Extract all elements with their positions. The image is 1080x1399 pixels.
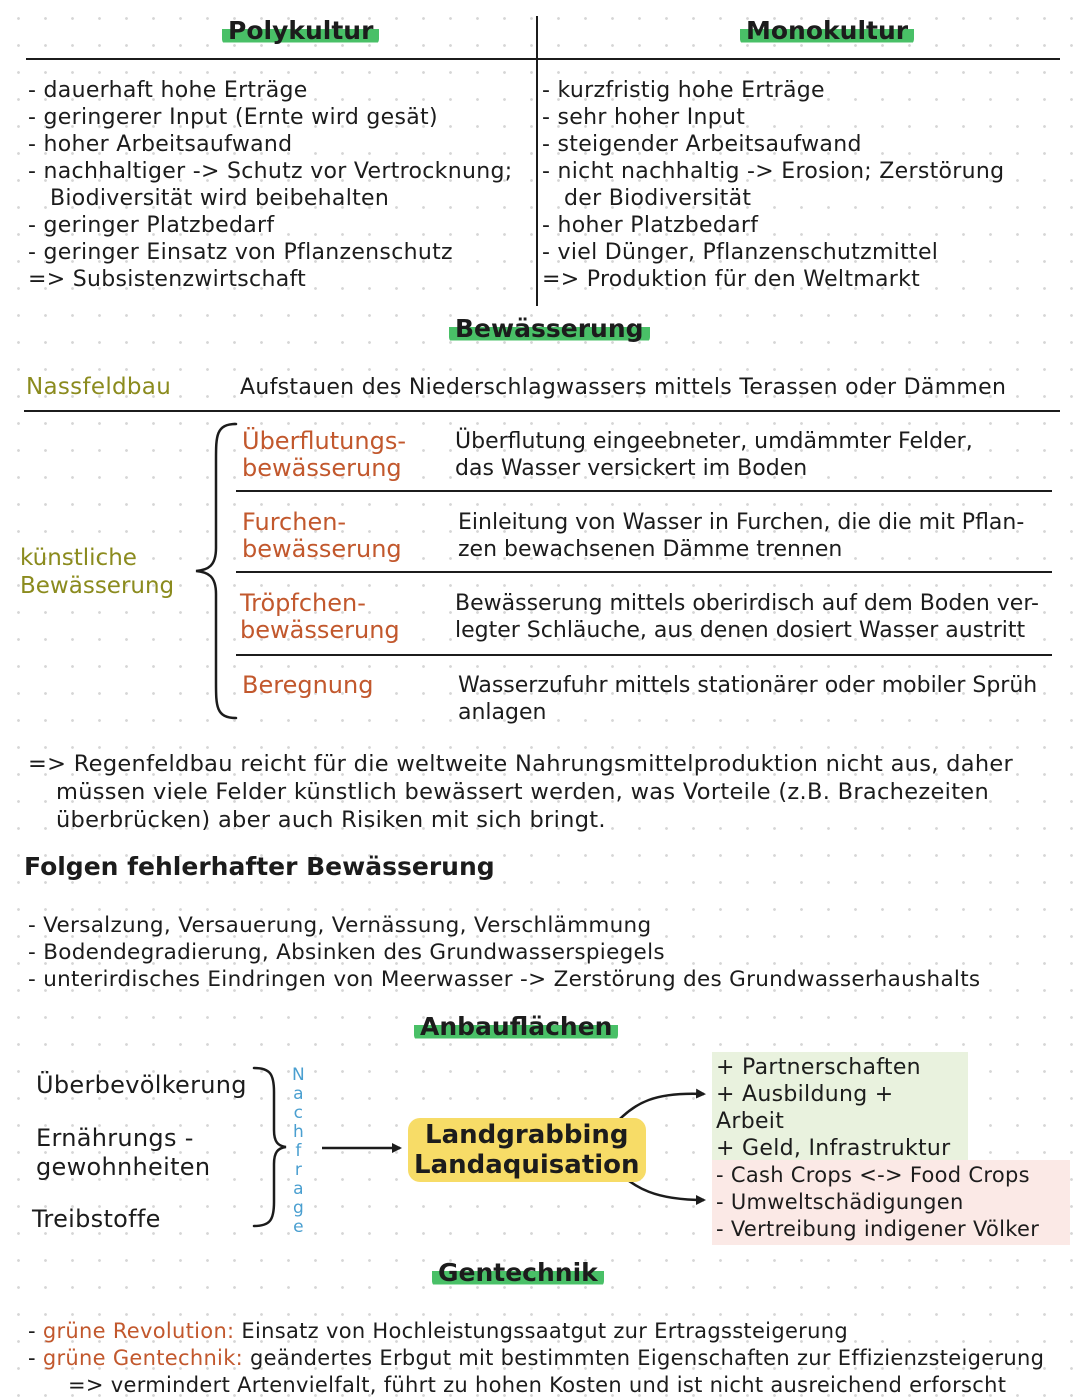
list-item: => Produktion für den Weltmarkt: [542, 267, 921, 292]
list-item: - geringer Einsatz von Pflanzenschutz: [28, 240, 453, 265]
list-item: + Ausbildung + Arbeit: [716, 1082, 894, 1134]
kuenstliche-bewaesserung-label: künstliche Bewässerung: [20, 545, 175, 599]
list-item: - Versalzung, Versauerung, Vernässung, V…: [28, 913, 652, 938]
nachfrage-vertical-label: N a c h f r a g e: [292, 1065, 305, 1237]
folgen-title: Folgen fehlerhafter Bewässerung: [24, 852, 495, 881]
row-divider: [236, 571, 1052, 573]
list-item: - sehr hoher Input: [542, 105, 746, 130]
folgen-list: - Versalzung, Versauerung, Vernässung, V…: [28, 912, 980, 993]
negative-effects-box: - Cash Crops <-> Food Crops - Umweltschä…: [712, 1160, 1070, 1245]
right-brace-icon: [252, 1066, 287, 1228]
polykultur-list: - dauerhaft hohe Erträge - geringerer In…: [28, 77, 528, 293]
nassfeld-divider: [24, 410, 1060, 412]
list-item: - Cash Crops <-> Food Crops: [716, 1163, 1030, 1187]
list-item: der Biodiversität: [564, 186, 752, 211]
list-item: - Umweltschädigungen: [716, 1190, 964, 1214]
list-item: - unterirdisches Eindringen von Meerwass…: [28, 967, 981, 992]
monokultur-list: - kurzfristig hohe Erträge - sehr hoher …: [542, 77, 1062, 293]
gentechnik-title: Gentechnik: [432, 1258, 604, 1287]
cause-ueberbevoelkerung: Überbevölkerung: [36, 1071, 247, 1099]
bewaesserung-title: Bewässerung: [449, 314, 650, 343]
desc-ueberflutung: Überflutung eingeebneter, umdämmter Feld…: [455, 429, 973, 481]
term-beregnung: Beregnung: [242, 671, 374, 699]
list-item: - nachhaltiger -> Schutz vor Vertrocknun…: [28, 159, 513, 184]
list-item: + Partnerschaften: [716, 1055, 921, 1080]
list-item: - Bodendegradierung, Absinken des Grundw…: [28, 940, 665, 965]
list-item: - nicht nachhaltig -> Erosion; Zerstörun…: [542, 159, 1005, 184]
polykultur-title: Polykultur: [222, 16, 380, 45]
nassfeldbau-label: Nassfeldbau: [26, 374, 172, 400]
term-troepfchen: Tröpfchen- bewässerung: [240, 589, 400, 644]
monokultur-title: Monokultur: [740, 16, 915, 45]
table-header-line: [26, 58, 1060, 60]
row-divider: [236, 490, 1052, 492]
table-divider: [536, 16, 538, 306]
cause-treibstoffe: Treibstoffe: [32, 1205, 161, 1233]
nassfeldbau-desc: Aufstauen des Niederschlagwassers mittel…: [240, 375, 1007, 400]
desc-furchen: Einleitung von Wasser in Furchen, die di…: [458, 510, 1025, 562]
list-item: - geringerer Input (Ernte wird gesät): [28, 105, 438, 130]
row-divider: [236, 654, 1052, 656]
list-item: - viel Dünger, Pflanzenschutzmittel: [542, 240, 939, 265]
list-item: - grüne Revolution: Einsatz von Hochleis…: [28, 1319, 848, 1343]
list-item: - steigender Arbeitsaufwand: [542, 132, 862, 157]
desc-beregnung: Wasserzufuhr mittels stationärer oder mo…: [458, 673, 1038, 725]
cause-ernaehrung: Ernährungs - gewohnheiten: [36, 1124, 211, 1181]
gentechnik-list: - grüne Revolution: Einsatz von Hochleis…: [28, 1318, 1044, 1399]
list-item: - Vertreibung indigener Völker: [716, 1217, 1040, 1241]
term-ueberflutung: Überflutungs- bewässerung: [242, 427, 406, 482]
positive-effects-box: + Partnerschaften + Ausbildung + Arbeit …: [712, 1052, 968, 1164]
list-item: => Subsistenzwirtschaft: [28, 267, 307, 292]
list-item: => vermindert Artenvielfalt, führt zu ho…: [68, 1373, 1007, 1397]
landgrabbing-box: Landgrabbing Landaquisation: [408, 1118, 646, 1182]
curly-brace-icon: [195, 422, 238, 720]
list-item: - hoher Platzbedarf: [542, 213, 759, 238]
desc-troepfchen: Bewässerung mittels oberirdisch auf dem …: [455, 591, 1039, 643]
list-item: - geringer Platzbedarf: [28, 213, 275, 238]
list-item: - dauerhaft hohe Erträge: [28, 78, 308, 103]
list-item: + Geld, Infrastruktur: [716, 1136, 951, 1161]
list-item: - grüne Gentechnik: geändertes Erbgut mi…: [28, 1346, 1045, 1370]
term-furchen: Furchen- bewässerung: [242, 508, 402, 563]
list-item: - hoher Arbeitsaufwand: [28, 132, 293, 157]
anbauflaechen-title: Anbauflächen: [414, 1012, 619, 1041]
list-item: Biodiversität wird beibehalten: [50, 186, 390, 211]
list-item: - kurzfristig hohe Erträge: [542, 78, 825, 103]
regenfeldbau-conclusion: => Regenfeldbau reicht für die weltweite…: [28, 751, 1014, 833]
